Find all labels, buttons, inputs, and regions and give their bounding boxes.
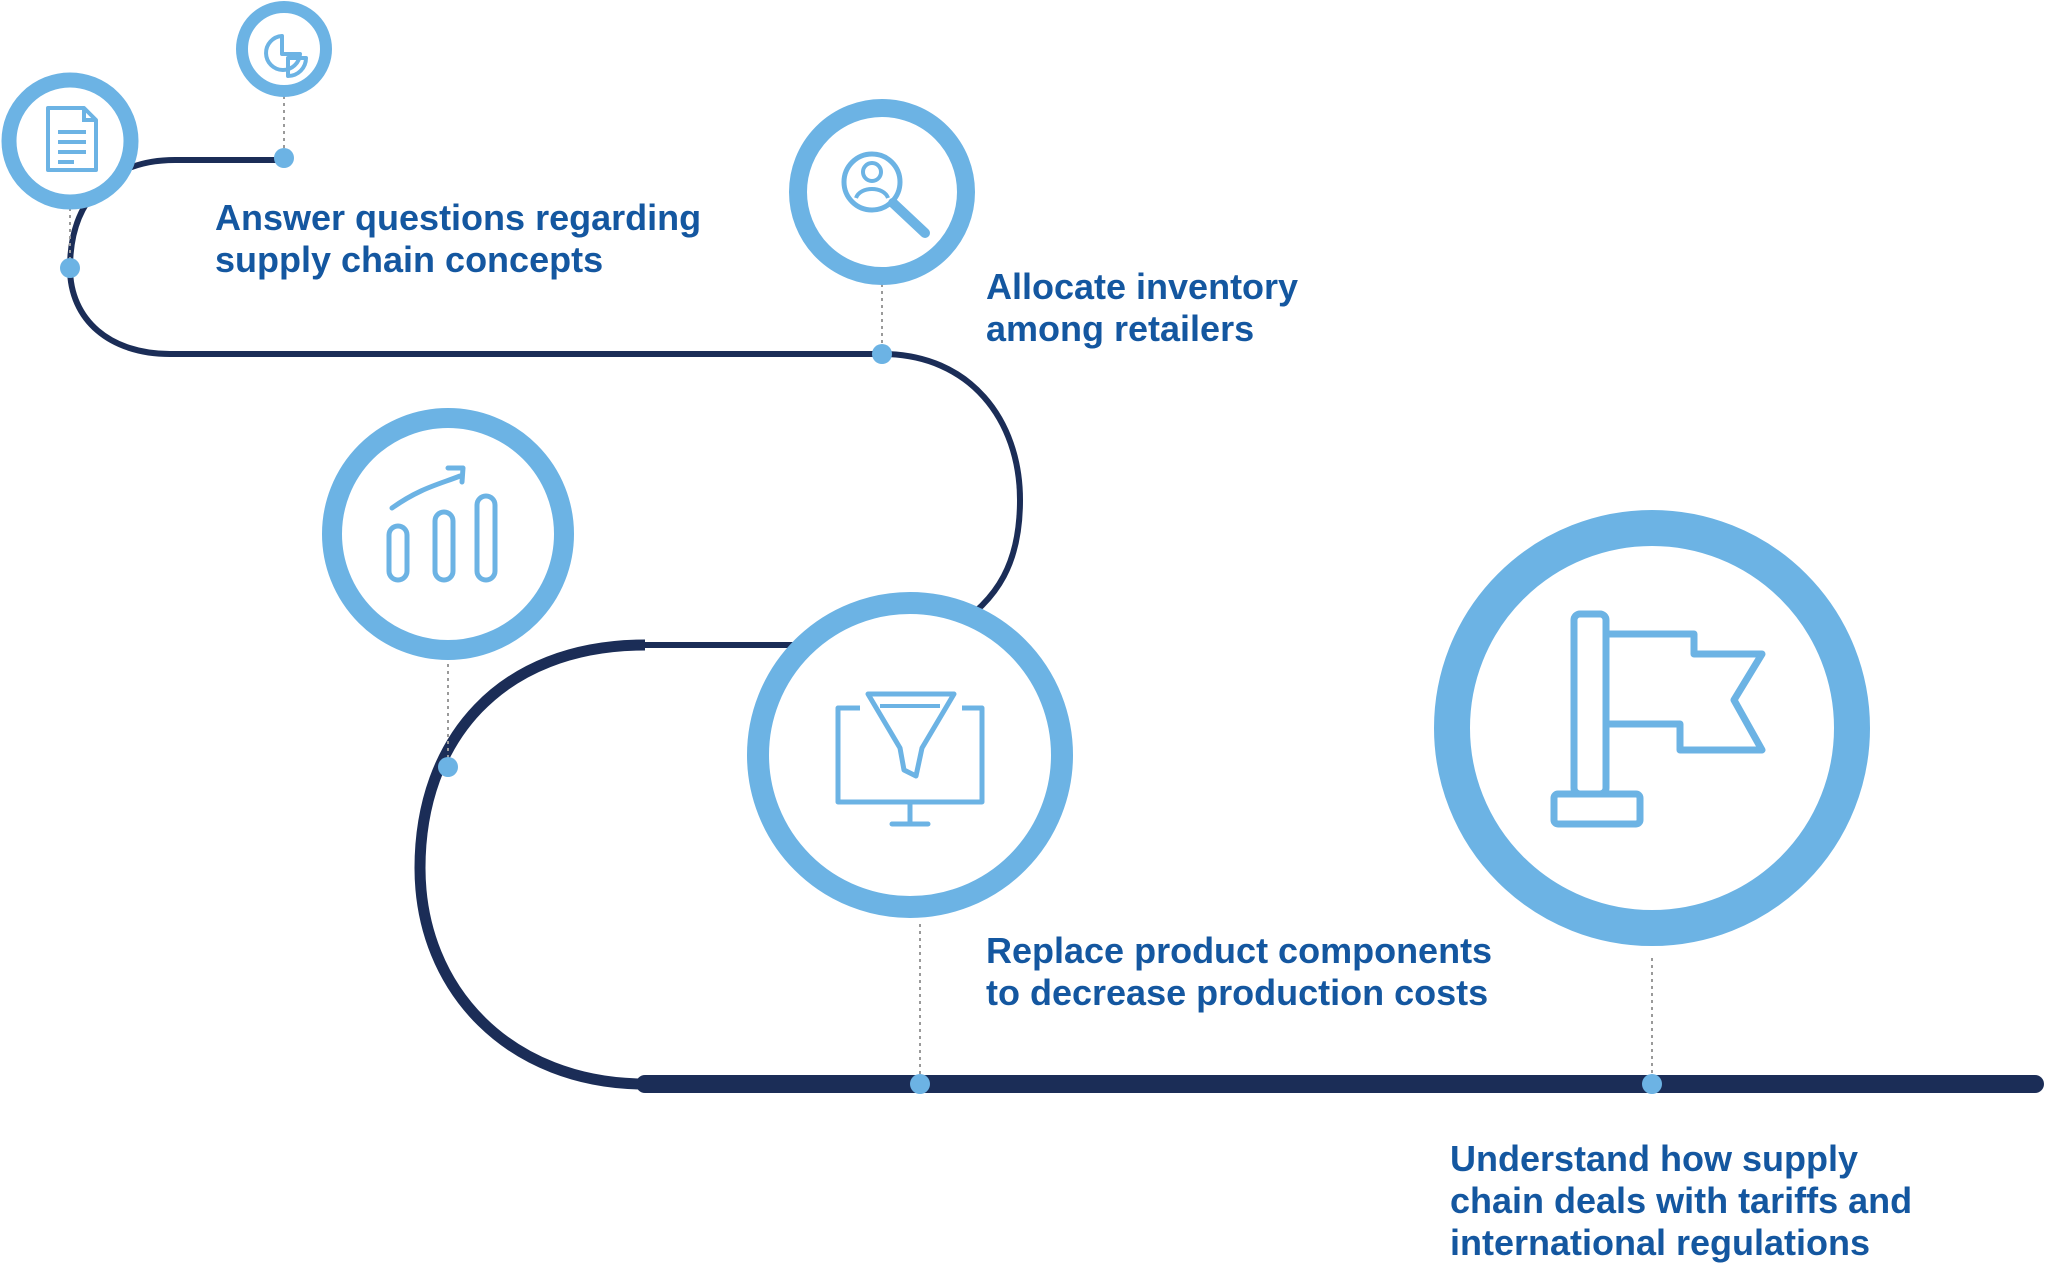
step-2-line-2: among retailers — [986, 308, 1255, 349]
step-2-label: Allocate inventory among retailers — [986, 266, 1298, 350]
monitor-funnel-icon — [747, 592, 1073, 918]
dot-2 — [872, 344, 892, 364]
step-1-line-2: supply chain concepts — [215, 239, 604, 280]
dot-small — [274, 148, 294, 168]
flag-icon — [1434, 510, 1870, 946]
document-icon — [1, 72, 139, 210]
step-4-line-1: Replace product components — [986, 930, 1493, 971]
milestone-dots — [60, 148, 1662, 1094]
step-1-label: Answer questions regarding supply chain … — [215, 197, 701, 281]
dot-3 — [438, 757, 458, 777]
dot-5 — [1642, 1074, 1662, 1094]
roadmap-path-thick — [414, 639, 646, 1090]
step-4-line-2: to decrease production costs — [986, 972, 1489, 1013]
connectors — [69, 96, 1653, 1078]
user-search-icon — [789, 99, 975, 285]
step-1-line-1: Answer questions regarding — [215, 197, 702, 238]
step-5-line-3: international regulations — [1450, 1222, 1871, 1263]
bar-chart-growth-icon — [322, 408, 574, 660]
step-5-label: Understand how supply chain deals with t… — [1450, 1138, 1912, 1264]
step-5-line-1: Understand how supply — [1450, 1138, 1859, 1179]
dot-1 — [60, 258, 80, 278]
step-2-line-1: Allocate inventory — [986, 266, 1299, 307]
step-4-label: Replace product components to decrease p… — [986, 930, 1492, 1014]
dot-4 — [910, 1074, 930, 1094]
step-5-line-2: chain deals with tariffs and — [1450, 1180, 1913, 1221]
pie-chart-icon — [236, 1, 332, 97]
